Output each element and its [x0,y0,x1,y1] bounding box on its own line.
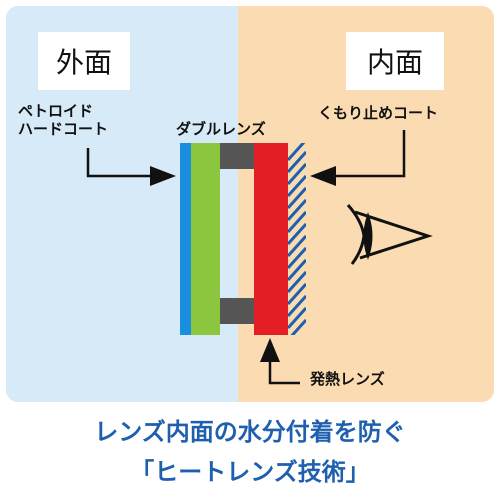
frame-top [220,143,254,169]
outer-lens-layer [191,143,220,335]
heat-lens-layer [254,143,288,335]
caption-line-2: 「ヒートレンズ技術」 [130,458,370,486]
arrow-left-icon [310,130,406,186]
double-lens-label: ダブルレンズ [176,120,266,138]
anti-fog-coat-hatch [288,143,306,335]
eye-icon [346,204,433,265]
heat-lens-label: 発熱レンズ [310,370,385,388]
outer-coat-label: ペトロイド ハードコート [18,102,108,138]
arrow-up-icon [260,338,300,385]
outer-label: 外面 [38,32,130,90]
inner-label: 内面 [346,32,444,90]
hard-coat-layer [180,143,191,335]
outer-coat-line2: ハードコート [18,120,109,138]
caption-line-1: レンズ内面の水分付着を防ぐ [94,418,406,446]
outer-coat-line1: ペトロイド [18,102,94,120]
arrow-right-icon [86,148,176,186]
inner-coat-label: くもり止めコート [318,104,439,122]
frame-bottom [220,298,254,324]
